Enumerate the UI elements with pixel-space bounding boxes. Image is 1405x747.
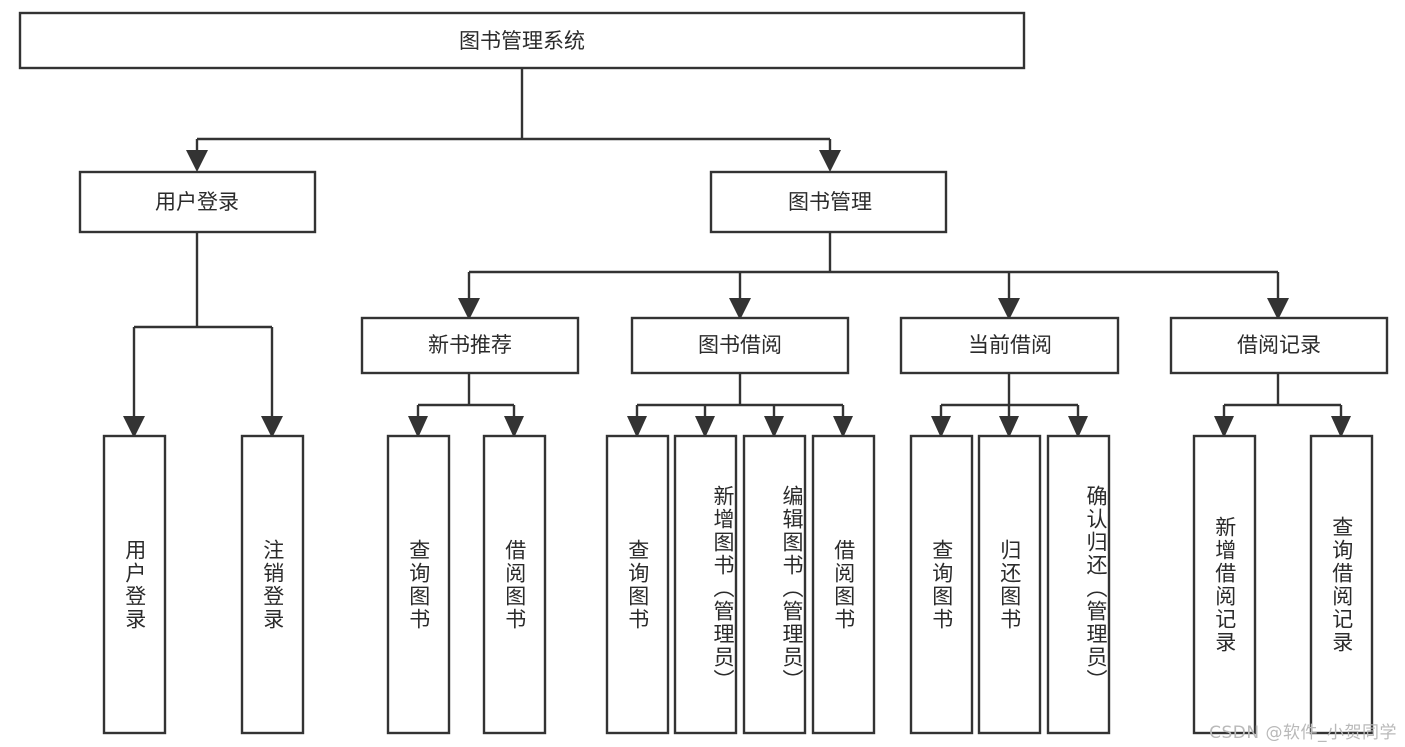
horizontal-labels-group: 图书管理系统 用户登录 图书管理 新书推荐 图书借阅 当前借阅 借阅记录 xyxy=(155,29,1321,357)
node-user-login-label: 用户登录 xyxy=(155,190,239,214)
arrowhead-current-borrow xyxy=(998,298,1020,320)
arrowhead-leaf-bb-2 xyxy=(695,416,715,438)
node-current-borrow-label: 当前借阅 xyxy=(968,333,1052,357)
leaf-user-login-2-label: 注销登录 xyxy=(260,538,285,631)
arrowhead-leaf-logout xyxy=(261,416,283,438)
node-book-borrow[interactable] xyxy=(630,316,850,375)
node-current-borrow[interactable] xyxy=(899,316,1120,375)
arrowheads-group xyxy=(123,150,1351,438)
leaf-current-borrow-2[interactable] xyxy=(977,434,1042,735)
leaf-book-borrow-2[interactable] xyxy=(673,434,738,735)
leaf-current-borrow-2-label: 归还图书 xyxy=(997,538,1022,631)
leaf-new-book-2-label: 借阅图书 xyxy=(502,538,527,631)
watermark-text: CSDN @软件_小贺同学 xyxy=(1209,723,1397,743)
arrowhead-leaf-bb-3 xyxy=(764,416,784,438)
leaf-book-borrow-4[interactable] xyxy=(811,434,876,735)
leaf-user-login-2[interactable] xyxy=(240,434,305,735)
node-book-borrow-label: 图书借阅 xyxy=(698,333,782,357)
leaf-new-book-1[interactable] xyxy=(386,434,451,735)
node-new-book-recommend-label: 新书推荐 xyxy=(428,333,512,357)
leaf-borrow-record-2[interactable] xyxy=(1309,434,1374,735)
leaf-borrow-record-1[interactable] xyxy=(1192,434,1257,735)
leaf-borrow-record-1-label: 新增借阅记录 xyxy=(1212,515,1237,654)
leaf-current-borrow-1-label: 查询图书 xyxy=(929,538,954,631)
node-borrow-record[interactable] xyxy=(1169,316,1389,375)
leaf-borrow-record-2-label: 查询借阅记录 xyxy=(1329,515,1354,654)
arrowhead-book-borrow xyxy=(729,298,751,320)
node-user-login[interactable] xyxy=(78,170,317,234)
node-book-management-label: 图书管理 xyxy=(788,190,872,214)
arrowhead-leaf-cb-1 xyxy=(931,416,951,438)
arrowhead-book-mgmt xyxy=(819,150,841,172)
arrowhead-leaf-br-2 xyxy=(1331,416,1351,438)
node-root[interactable] xyxy=(18,11,1026,70)
leaf-book-borrow-3-label: 编辑图书（管理员） xyxy=(780,485,804,692)
leaf-book-borrow-3[interactable] xyxy=(742,434,807,735)
arrowhead-leaf-bb-4 xyxy=(833,416,853,438)
leaf-user-login-1[interactable] xyxy=(102,434,167,735)
arrowhead-leaf-br-1 xyxy=(1214,416,1234,438)
arrowhead-leaf-cb-3 xyxy=(1068,416,1088,438)
nodes-group xyxy=(18,11,1389,735)
arrowhead-leaf-bb-1 xyxy=(627,416,647,438)
node-book-management[interactable] xyxy=(709,170,948,234)
leaf-book-borrow-2-label: 新增图书（管理员） xyxy=(711,485,735,692)
node-new-book-recommend[interactable] xyxy=(360,316,580,375)
leaf-book-borrow-4-label: 借阅图书 xyxy=(831,538,856,631)
arrowhead-leaf-cb-2 xyxy=(999,416,1019,438)
leaf-current-borrow-3[interactable] xyxy=(1046,434,1111,735)
leaf-new-book-1-label: 查询图书 xyxy=(406,538,431,631)
arrowhead-leaf-nb-1 xyxy=(408,416,428,438)
arrowhead-new-book xyxy=(458,298,480,320)
leaf-new-book-2[interactable] xyxy=(482,434,547,735)
arrowhead-leaf-nb-2 xyxy=(504,416,524,438)
leaf-user-login-1-label: 用户登录 xyxy=(122,538,147,631)
arrowhead-user-login xyxy=(186,150,208,172)
node-root-label: 图书管理系统 xyxy=(459,29,585,53)
node-borrow-record-label: 借阅记录 xyxy=(1237,333,1321,357)
leaf-book-borrow-1-label: 查询图书 xyxy=(625,538,650,631)
leaf-current-borrow-1[interactable] xyxy=(909,434,974,735)
arrowhead-leaf-user-login xyxy=(123,416,145,438)
leaf-book-borrow-1[interactable] xyxy=(605,434,670,735)
connectors-group xyxy=(132,68,1343,418)
arrowhead-borrow-record xyxy=(1267,298,1289,320)
leaf-current-borrow-3-label: 确认归还（管理员） xyxy=(1084,485,1108,692)
